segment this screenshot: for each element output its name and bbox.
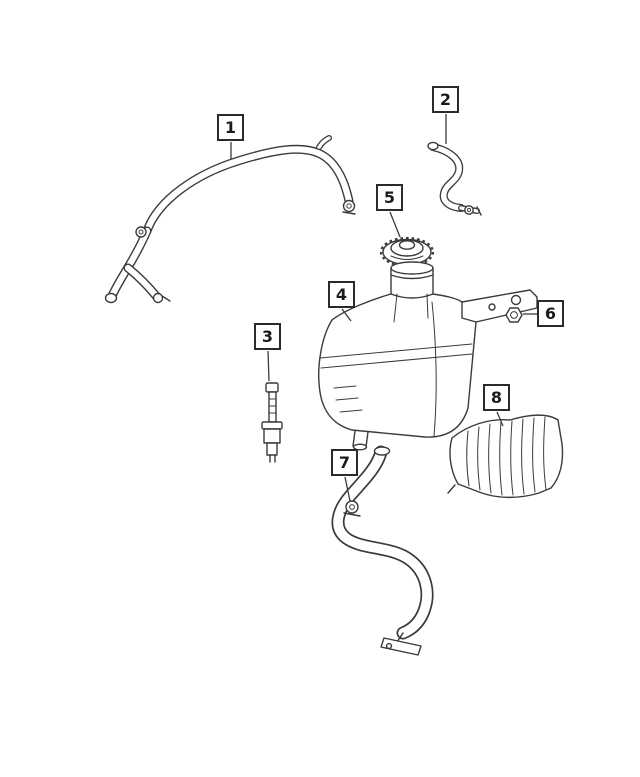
callout-6-label: 6 [544, 304, 557, 323]
callout-7-label: 7 [338, 453, 351, 472]
callout-2[interactable]: 2 [432, 86, 459, 113]
callout-1[interactable]: 1 [217, 114, 244, 141]
leader-line-8 [496, 411, 504, 427]
leader-line-3 [267, 350, 270, 382]
callout-3[interactable]: 3 [254, 323, 281, 350]
leader-line-5 [389, 211, 401, 238]
callout-2-label: 2 [439, 90, 452, 109]
part-lower-coolant-hose [331, 445, 434, 656]
part-coolant-level-sensor [261, 382, 283, 463]
part-reservoir-cap [379, 236, 435, 268]
leader-lines [230, 114, 537, 502]
callout-8-label: 8 [490, 388, 503, 407]
callout-7[interactable]: 7 [331, 449, 358, 476]
callout-6[interactable]: 6 [537, 300, 564, 327]
leader-line-7 [344, 476, 351, 502]
part-coolant-reservoir [318, 261, 538, 451]
part-mounting-nut [505, 307, 523, 323]
leader-line-4 [341, 308, 352, 322]
callout-5[interactable]: 5 [376, 184, 403, 211]
callout-4-label: 4 [335, 285, 348, 304]
callout-5-label: 5 [383, 188, 396, 207]
callout-4[interactable]: 4 [328, 281, 355, 308]
part-heat-shield [447, 414, 564, 499]
callout-3-label: 3 [261, 327, 274, 346]
callout-8[interactable]: 8 [483, 384, 510, 411]
part-overflow-hose [427, 141, 482, 216]
callout-1-label: 1 [224, 118, 237, 137]
part-upper-coolant-hose [104, 135, 356, 304]
